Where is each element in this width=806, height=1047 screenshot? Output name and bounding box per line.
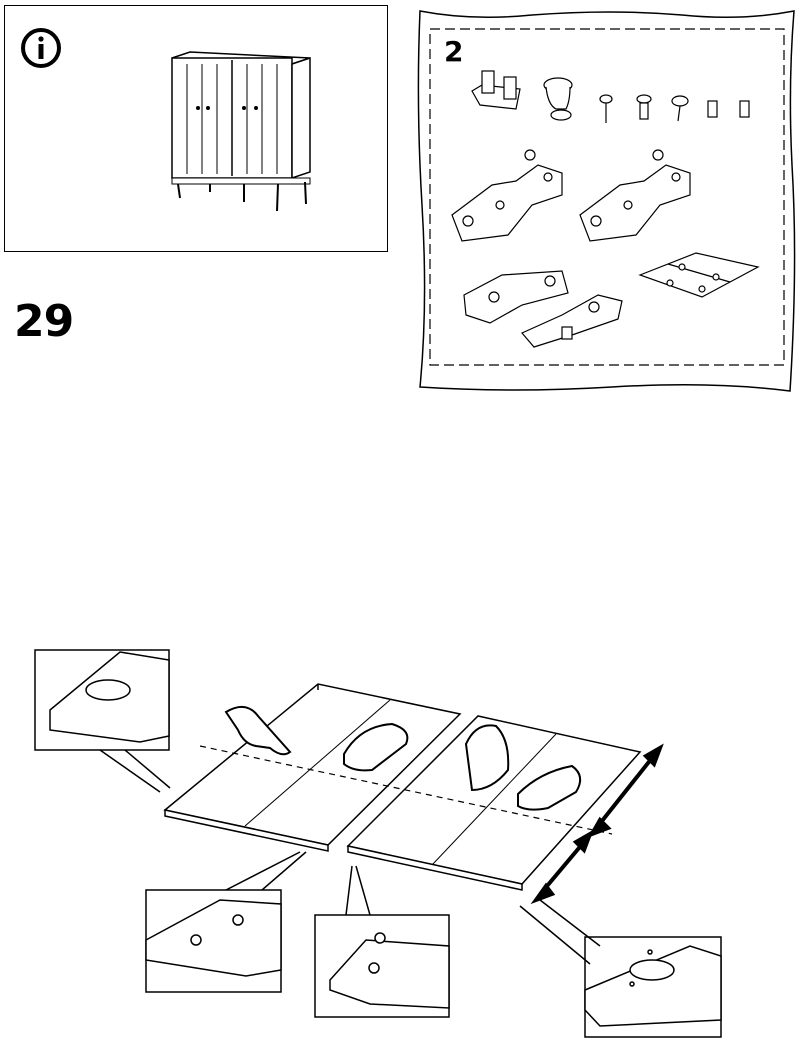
detail-callout-bottom-left [145,851,307,993]
dimension-arrow [530,743,664,905]
knob-part [543,77,573,121]
parts-quantity: 2 [444,35,464,68]
step-number: 29 [14,296,74,347]
parts-bag [417,10,796,392]
info-panel [4,5,388,252]
detail-callout-top-left [34,649,171,793]
flat-hinge [638,252,760,298]
mounting-plates [463,270,623,348]
right-door-panels [346,715,642,891]
cabinet-illustration [171,51,311,212]
screws [599,94,750,123]
info-circle-icon [21,28,61,68]
assembly-illustration [34,649,722,1038]
detail-callout-bottom-center [314,865,450,1018]
hand-icons [224,705,582,811]
hinges [451,149,691,242]
connector-block [471,70,521,110]
detail-callout-bottom-right [519,899,722,1038]
